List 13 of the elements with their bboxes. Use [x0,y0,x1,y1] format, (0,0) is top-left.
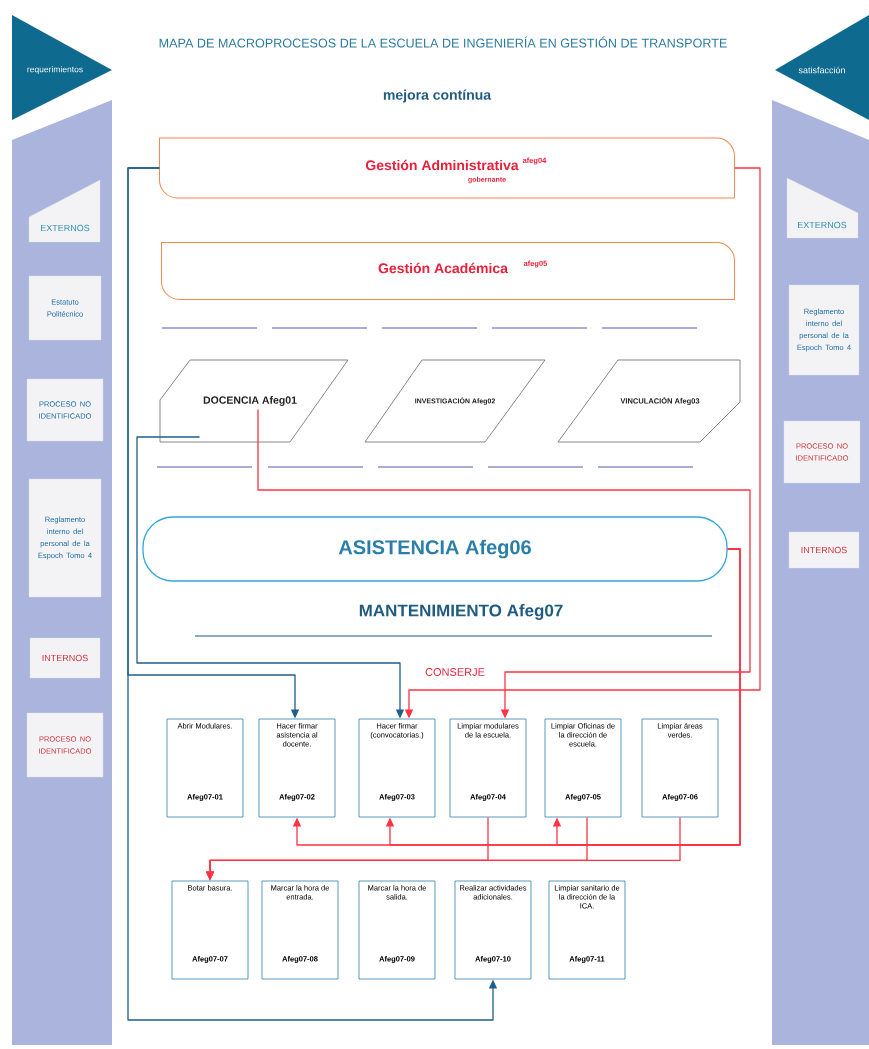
pointer-banner: satisfacción [775,15,869,120]
category-tag: EXTERNOS [28,179,101,243]
section-heading: MANTENIMIENTO Afeg07 [357,603,565,621]
process-parallelogram: DOCENCIA Afeg01 [159,359,349,443]
pointer-banner: requerimientos [12,15,112,120]
heading: mejora contínua [381,88,493,104]
title: MAPA DE MACROPROCESOS DE LA ESCUELA DE INGENIERÍA EN GESTIÓN DE TRANSPORTE [159,36,727,48]
category-tag: INTERNOS [29,637,101,679]
category-tag: INTERNOS [788,531,860,569]
process-pill: ASISTENCIA Afeg06 [142,516,728,582]
arrow [552,548,741,846]
category-tag: EXTERNOS [786,177,859,239]
role-label: CONSERJE [424,667,486,677]
